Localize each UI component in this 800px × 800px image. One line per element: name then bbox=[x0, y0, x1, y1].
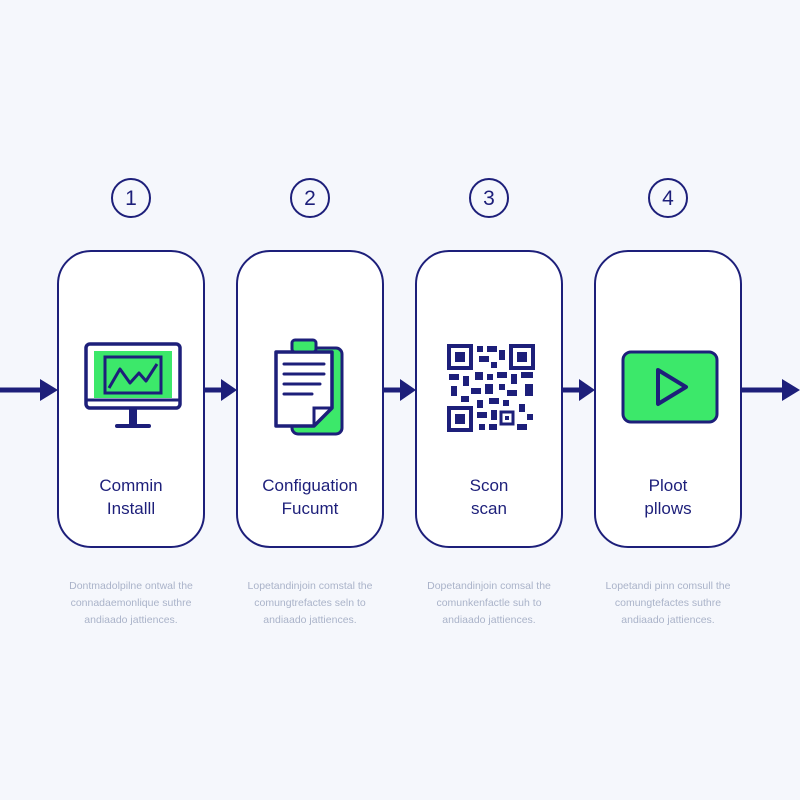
step-4-title: Ploot pllows bbox=[644, 476, 692, 518]
step-2-card: Configuation Fucumt bbox=[236, 250, 384, 548]
connector-arrow-1-2 bbox=[205, 378, 237, 402]
connector-arrow-end bbox=[742, 378, 800, 402]
step-1-description: Dontmadolpilne ontwal the connadaemonliq… bbox=[69, 580, 193, 626]
step-1-title: Commin Installl bbox=[99, 476, 163, 518]
step-3-number: 3 bbox=[469, 178, 509, 218]
clipboard-document-icon bbox=[262, 338, 362, 438]
arrow-right-icon bbox=[742, 379, 800, 401]
step-2-number: 2 bbox=[290, 178, 330, 218]
connector-arrow-start bbox=[0, 378, 58, 402]
arrow-right-icon bbox=[205, 379, 237, 401]
connector-arrow-2-3 bbox=[384, 378, 416, 402]
step-3-card: Scon scan bbox=[415, 250, 563, 548]
step-2-description: Lopetandinjoin comstal the comungtrefact… bbox=[247, 580, 373, 626]
qr-code-icon bbox=[441, 338, 541, 438]
step-3-title: Scon scan bbox=[469, 476, 509, 518]
arrow-right-icon bbox=[563, 379, 595, 401]
arrow-right-icon bbox=[0, 379, 58, 401]
play-button-icon bbox=[620, 338, 720, 438]
step-4-number: 4 bbox=[648, 178, 688, 218]
step-1-card: Commin Installl bbox=[57, 250, 205, 548]
step-3-description: Dopetandinjoin comsal the comunkenfactle… bbox=[427, 580, 551, 626]
monitor-chart-icon bbox=[83, 338, 183, 438]
step-4-description: Lopetandi pinn comsull the comungtefacte… bbox=[605, 580, 731, 626]
step-1-number: 1 bbox=[111, 178, 151, 218]
step-2-title: Configuation Fucumt bbox=[262, 476, 358, 518]
step-4-card: Ploot pllows bbox=[594, 250, 742, 548]
arrow-right-icon bbox=[384, 379, 416, 401]
connector-arrow-3-4 bbox=[563, 378, 595, 402]
